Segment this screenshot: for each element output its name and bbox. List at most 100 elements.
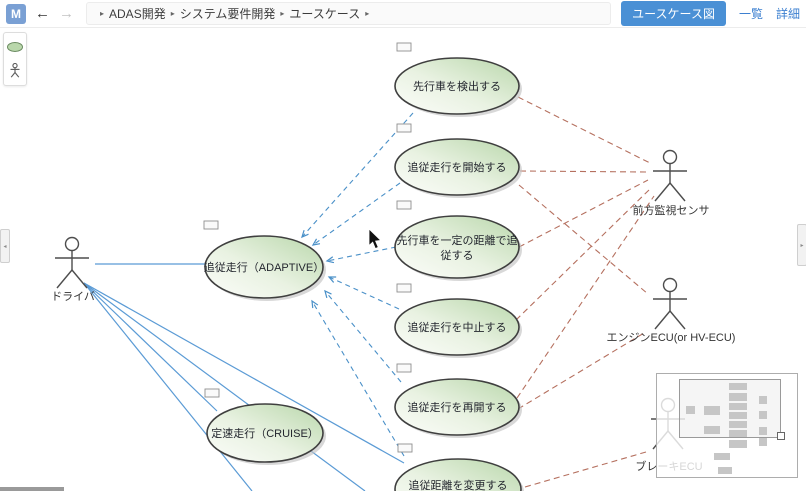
- list-view-button[interactable]: 一覧: [738, 7, 763, 21]
- dependency-line-red[interactable]: [515, 187, 652, 321]
- usecase-ellipse[interactable]: [394, 138, 520, 196]
- usecase-label: 追従走行を中止する: [408, 320, 507, 334]
- dependency-line-red[interactable]: [517, 96, 651, 164]
- minimap-block: [729, 403, 747, 410]
- usecase-node[interactable]: 先行車を一定の距離で追従する: [394, 200, 522, 281]
- minimap-block: [704, 426, 720, 434]
- usecase-tag-icon: [204, 388, 220, 398]
- actor-label: ドライバ: [51, 290, 95, 303]
- minimap-block: [729, 440, 747, 448]
- minimap-block: [759, 438, 767, 446]
- usecase-tag-icon: [203, 220, 219, 230]
- minimap-block: [686, 406, 695, 414]
- scroll-right-button[interactable]: ▸: [797, 224, 806, 266]
- usecase-label: 追従走行を再開する: [408, 400, 507, 414]
- minimap-block: [704, 406, 720, 415]
- minimap-block: [729, 393, 747, 401]
- actor-head: [662, 277, 678, 293]
- breadcrumb-separator-icon: ▸: [280, 9, 285, 18]
- mouse-cursor: [368, 228, 382, 250]
- app-logo[interactable]: M: [6, 3, 26, 24]
- usecase-tag-icon: [396, 42, 412, 52]
- usecase-ellipse[interactable]: [394, 378, 520, 436]
- actor-node[interactable]: 前方監視センサ: [633, 149, 710, 218]
- usecase-ellipse[interactable]: [394, 458, 522, 491]
- usecase-ellipse[interactable]: [206, 403, 324, 463]
- dependency-line-blue[interactable]: [302, 112, 414, 237]
- minimap-block: [729, 430, 747, 437]
- minimap-panel: [656, 373, 798, 478]
- actor-leg-right: [71, 269, 88, 289]
- dependency-line-blue[interactable]: [313, 182, 401, 245]
- usecase-ellipse[interactable]: [394, 298, 520, 356]
- usecase-tag-icon: [396, 283, 412, 293]
- breadcrumb-item-1[interactable]: システム要件開発: [179, 7, 276, 21]
- usecase-label: 追従走行（ADAPTIVE）: [204, 260, 324, 274]
- association-line[interactable]: [83, 282, 253, 491]
- minimap-block: [729, 383, 747, 390]
- usecase-tool-icon[interactable]: [6, 38, 24, 56]
- dependency-line-blue[interactable]: [329, 277, 400, 310]
- dependency-line-blue[interactable]: [312, 301, 405, 457]
- breadcrumb-separator-icon: ▸: [170, 9, 175, 18]
- dependency-line-red[interactable]: [519, 170, 647, 173]
- usecase-node[interactable]: 追従走行（ADAPTIVE）: [203, 220, 326, 301]
- association-line[interactable]: [83, 282, 218, 412]
- dependency-line-blue[interactable]: [327, 246, 397, 261]
- minimap-block: [729, 412, 747, 419]
- actor-head: [64, 236, 80, 252]
- actor-leg-right: [669, 182, 686, 202]
- usecase-ellipse[interactable]: [394, 215, 520, 279]
- dependency-line-red[interactable]: [518, 179, 649, 248]
- actor-leg-left: [654, 182, 671, 202]
- usecase-label: 先行車を検出する: [413, 79, 501, 93]
- usecase-tag-icon: [396, 123, 412, 133]
- actor-label: 前方監視センサ: [633, 203, 710, 217]
- detail-view-button[interactable]: 詳細: [775, 7, 800, 21]
- dependency-line-blue[interactable]: [325, 291, 402, 383]
- top-toolbar: M ← → ▸ADAS開発▸システム要件開発▸ユースケース▸ ユースケース図 一…: [0, 0, 806, 28]
- usecase-label: 先行車を一定の距離で追従する: [397, 233, 518, 262]
- dependency-line-red[interactable]: [518, 184, 649, 295]
- dependency-line-red[interactable]: [516, 195, 655, 399]
- actor-tool-icon[interactable]: [6, 62, 24, 80]
- actor-leg-right: [669, 310, 686, 330]
- usecase-diagram-view-button[interactable]: ユースケース図: [621, 1, 726, 26]
- usecase-node[interactable]: 先行車を検出する: [394, 42, 522, 117]
- breadcrumb-separator-icon: ▸: [365, 9, 370, 18]
- minimap-block: [759, 427, 767, 435]
- tool-palette: [3, 32, 27, 86]
- breadcrumb: ▸ADAS開発▸システム要件開発▸ユースケース▸: [86, 2, 612, 25]
- actor-node[interactable]: エンジンECU(or HV-ECU): [607, 277, 736, 345]
- usecase-label: 追従距離を変更する: [409, 478, 508, 491]
- usecase-node[interactable]: 追従走行を再開する: [394, 363, 522, 438]
- back-arrow-icon[interactable]: ←: [35, 5, 50, 22]
- usecase-ellipse[interactable]: [204, 235, 324, 299]
- dependency-line-red[interactable]: [524, 451, 647, 488]
- breadcrumb-item-2[interactable]: ユースケース: [289, 7, 361, 21]
- scroll-left-button[interactable]: ◂: [0, 229, 10, 263]
- actor-head: [662, 149, 678, 165]
- usecase-label: 定速走行（CRUISE）: [211, 426, 319, 440]
- minimap-block: [718, 467, 732, 474]
- usecase-node[interactable]: 追従走行を開始する: [394, 123, 522, 198]
- scroll-right-icon: ▸: [800, 242, 804, 249]
- minimap-block: [714, 453, 730, 460]
- forward-arrow-icon[interactable]: →: [59, 5, 74, 22]
- actor-node[interactable]: ドライバ: [51, 236, 95, 304]
- usecase-node[interactable]: 追従距離を変更する: [394, 443, 524, 491]
- dependency-line-red[interactable]: [517, 332, 645, 410]
- minimap-resize-handle[interactable]: [777, 432, 785, 440]
- actor-leg-left: [56, 269, 73, 289]
- association-line[interactable]: [83, 282, 405, 464]
- usecase-node[interactable]: 定速走行（CRUISE）: [204, 388, 326, 465]
- usecase-node[interactable]: 追従走行を中止する: [394, 283, 522, 358]
- minimap-block: [759, 396, 767, 404]
- usecase-label: 追従走行を開始する: [408, 160, 507, 174]
- usecase-ellipse[interactable]: [394, 57, 520, 115]
- horizontal-scrollbar-thumb[interactable]: [0, 487, 64, 491]
- usecase-tag-icon: [396, 200, 412, 210]
- association-line[interactable]: [83, 282, 366, 491]
- breadcrumb-item-0[interactable]: ADAS開発: [109, 7, 166, 21]
